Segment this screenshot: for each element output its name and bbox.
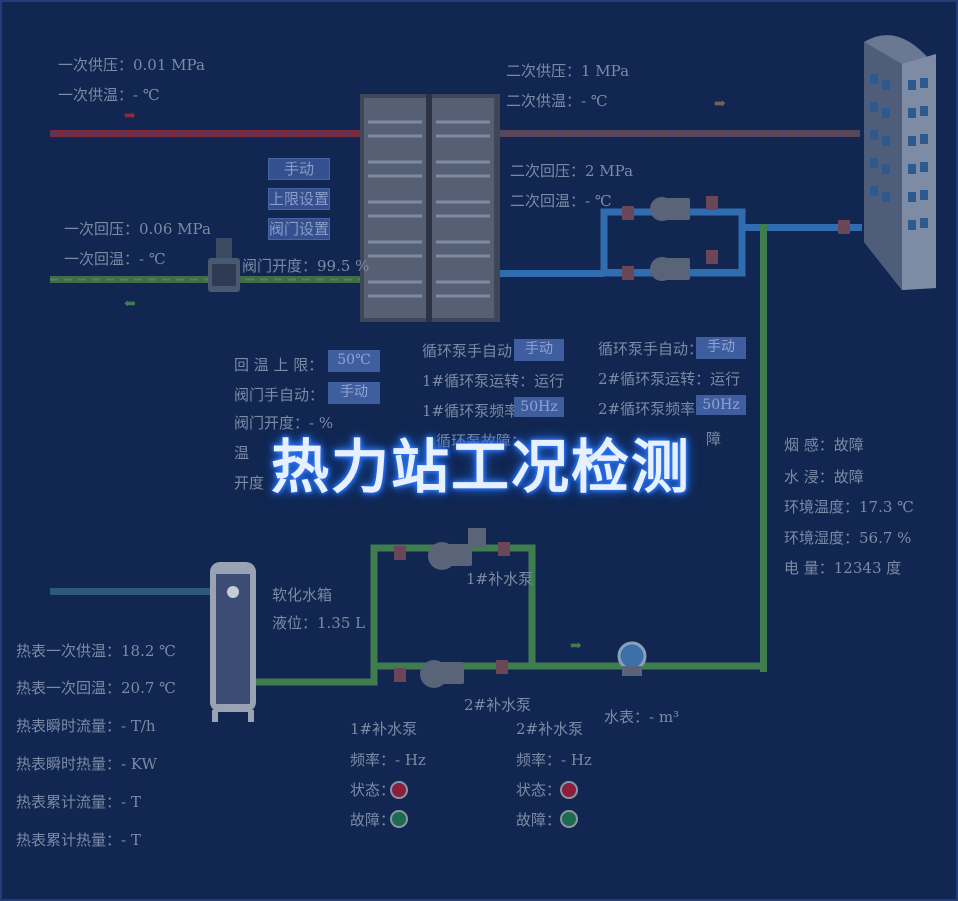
secondary-return-temp: 二次回温：- ℃	[510, 192, 612, 210]
heat-meter-total-heat: 热表累计热量：- T	[16, 831, 141, 849]
return-temp-limit-button[interactable]: 50℃	[328, 350, 380, 372]
upper-limit-setting-button[interactable]: 上限设置	[268, 188, 330, 210]
makeup2-fault-label: 故障：	[516, 811, 562, 829]
makeup2-freq: 频率：- Hz	[516, 751, 592, 769]
makeup1-status-indicator	[390, 781, 408, 799]
pump2-mode-button[interactable]: 手动	[696, 337, 746, 359]
valve-mode-label: 阀门手自动：	[234, 386, 325, 404]
flow-arrow-left-icon: ⬅	[124, 296, 136, 312]
electric-valve-icon	[208, 238, 240, 292]
primary-return-pressure: 一次回压：0.06 MPa	[64, 220, 211, 238]
pump1-freq-button[interactable]: 50Hz	[514, 397, 564, 417]
return-temp-limit-row: 回 温 上 限：	[234, 354, 323, 375]
pump2-mode-label: 循环泵手自动：	[598, 340, 704, 358]
heat-meter-return-temp: 热表一次回温：20.7 ℃	[16, 679, 176, 697]
pump1-freq-label: 1#循环泵频率：	[422, 402, 535, 420]
makeup1-freq: 频率：- Hz	[350, 751, 426, 769]
makeup-pump-icon	[394, 528, 510, 688]
pump1-fault-label: 循环泵故障：	[436, 432, 527, 450]
valve-setting-button[interactable]: 阀门设置	[268, 218, 330, 240]
water-meter-icon	[617, 641, 647, 676]
pump2-fault-label: 障	[706, 430, 722, 448]
makeup1-fault-label: 故障：	[350, 811, 396, 829]
makeup1-status-label: 状态：	[350, 781, 396, 799]
temp-partial-label: 温	[234, 444, 250, 462]
opening-partial-label: 开度	[234, 474, 265, 492]
makeup1-name: 1#补水泵	[350, 720, 418, 738]
env-smoke: 烟 感：故障	[784, 436, 864, 454]
env-temperature: 环境温度：17.3 ℃	[784, 498, 914, 516]
primary-valve-opening: 阀门开度：99.5 %	[242, 257, 370, 275]
pump2-freq-label: 2#循环泵频率：	[598, 400, 711, 418]
water-meter-reading: 水表：- m³	[604, 708, 680, 726]
water-tank-icon	[210, 562, 256, 722]
env-energy: 电 量：12343 度	[784, 559, 902, 577]
secondary-supply-temp: 二次供温：- ℃	[506, 92, 608, 110]
env-flood: 水 浸：故障	[784, 468, 864, 486]
flow-arrow-right-icon: ➡	[714, 96, 726, 112]
makeup-inlet-pipe	[50, 588, 210, 595]
flow-arrow-right-icon: ➡	[124, 108, 136, 124]
pump2-run-status: 2#循环泵运转：运行	[598, 370, 741, 388]
tank-name: 软化水箱	[272, 586, 333, 604]
flow-arrow-right-icon: ➡	[570, 638, 582, 654]
valve-mode-button[interactable]: 手动	[328, 382, 380, 404]
primary-return-pipe	[50, 276, 362, 283]
heat-meter-instant-flow: 热表瞬时流量：- T/h	[16, 717, 156, 735]
valve-mode-row: 阀门手自动：	[234, 384, 324, 405]
pump2-freq-button[interactable]: 50Hz	[696, 395, 746, 415]
pump1-run-status: 1#循环泵运转：运行	[422, 372, 565, 390]
makeup2-status-label: 状态：	[516, 781, 562, 799]
valve-manual-button[interactable]: 手动	[268, 158, 330, 180]
env-humidity: 环境湿度：56.7 %	[784, 529, 912, 547]
secondary-return-pressure: 二次回压：2 MPa	[510, 162, 634, 180]
circulation-pump-icon	[622, 196, 850, 281]
secondary-supply-pressure: 二次供压：1 MPa	[506, 62, 630, 80]
primary-return-temp: 一次回温：- ℃	[64, 250, 166, 268]
heat-exchanger-icon	[360, 94, 500, 322]
primary-supply-temp: 一次供温：- ℃	[58, 86, 160, 104]
makeup2-status-indicator	[560, 781, 578, 799]
secondary-supply-pipe	[500, 130, 860, 137]
pump1-mode-button[interactable]: 手动	[514, 339, 564, 361]
makeup1-fault-indicator	[390, 810, 408, 828]
makeup-pump2-diagram-label: 2#补水泵	[464, 696, 532, 714]
heat-meter-total-flow: 热表累计流量：- T	[16, 793, 141, 811]
makeup2-fault-indicator	[560, 810, 578, 828]
heat-meter-supply-temp: 热表一次供温：18.2 ℃	[16, 642, 176, 660]
primary-supply-pressure: 一次供压：0.01 MPa	[58, 56, 205, 74]
makeup-pump1-diagram-label: 1#补水泵	[466, 570, 534, 588]
valve-opening-readout: 阀门开度：- %	[234, 414, 334, 432]
tank-level: 液位：1.35 L	[272, 614, 366, 632]
makeup2-name: 2#补水泵	[516, 720, 584, 738]
heat-meter-instant-heat: 热表瞬时热量：- KW	[16, 755, 157, 773]
page-title: 热力站工况检测	[270, 433, 691, 501]
primary-supply-pipe	[50, 130, 362, 137]
return-temp-limit-label: 回 温 上 限：	[234, 356, 324, 374]
pump1-mode-label: 循环泵手自动：	[422, 342, 528, 360]
building-icon	[864, 35, 936, 290]
